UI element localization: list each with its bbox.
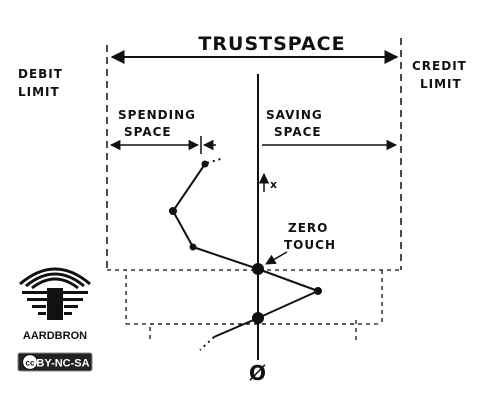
cc-icon xyxy=(21,353,39,371)
aardbron-logo: AARDBRON xyxy=(19,267,91,342)
diagram-title: TRUSTSPACE xyxy=(198,33,345,55)
debit-limit-label: DEBIT xyxy=(18,67,63,81)
zero-touch-pointer xyxy=(265,251,288,265)
saving-space-label-2: SPACE xyxy=(274,125,322,139)
logo-text: AARDBRON xyxy=(23,330,87,342)
svg-text:DEBIT LIMIT: DEBIT LIMIT xyxy=(18,67,68,99)
lower-frame-2 xyxy=(149,320,357,340)
path-point xyxy=(314,287,322,295)
path-point xyxy=(201,160,209,168)
debit-limit-label-2: LIMIT xyxy=(18,85,60,99)
zero-symbol: Ø xyxy=(249,361,267,385)
zero-touch-point xyxy=(252,312,264,324)
svg-text:CREDIT LIMIT: CREDIT LIMIT xyxy=(412,59,472,91)
zero-touch-label-2: TOUCH xyxy=(284,238,336,252)
lower-frame-1 xyxy=(107,268,402,325)
credit-limit-label-2: LIMIT xyxy=(420,77,462,91)
credit-limit-label: CREDIT xyxy=(412,59,467,73)
spending-space-label: SPENDING xyxy=(118,108,196,122)
balance-path-dotted-start xyxy=(206,157,225,164)
zero-touch-label: ZERO xyxy=(288,221,328,235)
path-point xyxy=(169,207,177,215)
svg-text:SPENDING SPACE: SPENDING SPACE xyxy=(118,108,201,139)
svg-text:SAVING SPACE: SAVING SPACE xyxy=(266,108,328,139)
saving-space-label: SAVING xyxy=(266,108,323,122)
cc-icon-text: cc xyxy=(26,359,35,368)
spending-space-label-2: SPACE xyxy=(124,125,172,139)
svg-text:ZERO TOUCH: ZERO TOUCH xyxy=(284,221,336,252)
balance-path-dotted-end xyxy=(199,336,215,351)
license-badge: cc BY-NC-SA xyxy=(17,352,93,372)
license-text: BY-NC-SA xyxy=(36,358,89,370)
axis-arrow-label: x xyxy=(270,178,278,191)
zero-touch-point xyxy=(252,263,264,275)
path-point xyxy=(189,243,197,251)
